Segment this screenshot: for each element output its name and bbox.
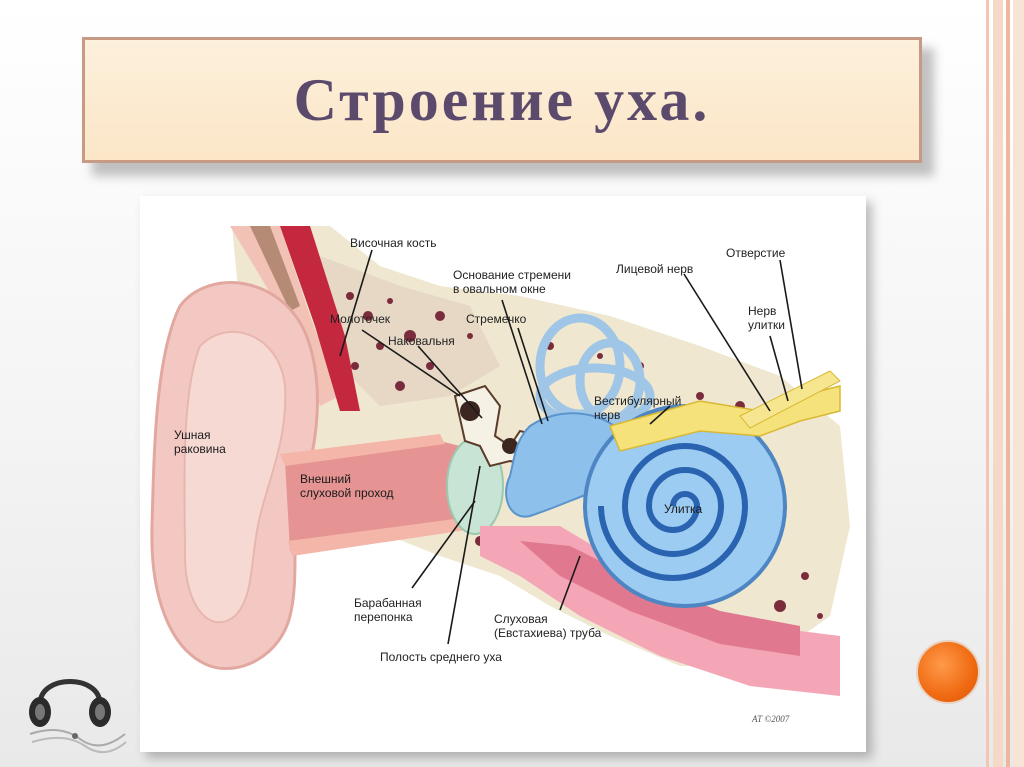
label-cochlear-nerve: Нерв улитки xyxy=(748,304,785,332)
ear-canal-skin xyxy=(280,434,445,466)
ear-anatomy-illustration xyxy=(150,226,850,696)
label-stapes: Стремечко xyxy=(466,312,527,326)
title-banner: Строение уха. xyxy=(82,37,922,163)
incus-dark xyxy=(460,401,480,421)
fat-layer xyxy=(250,226,300,311)
cochlea-spiral xyxy=(598,443,749,581)
vestibule-shape xyxy=(505,412,632,518)
nerve-bundle-branch xyxy=(739,370,841,429)
ear-diagram: Височная кость Основание стремени в овал… xyxy=(140,196,866,752)
label-temporal-bone: Височная кость xyxy=(350,236,437,250)
orange-circle-icon xyxy=(916,640,980,704)
muscle-layer xyxy=(280,226,360,411)
decorative-stripes xyxy=(984,0,1024,767)
label-opening: Отверстие xyxy=(726,246,786,260)
label-vestibular-nerve: Вестибулярный нерв xyxy=(594,394,682,422)
label-cochlea: Улитка xyxy=(664,502,703,516)
label-malleus: Молоточек xyxy=(330,312,391,326)
label-ear-canal: Внешний слуховой проход xyxy=(300,472,394,500)
headphones-icon xyxy=(20,664,130,759)
leader-lines xyxy=(339,249,803,645)
label-middle-ear: Полость среднего уха xyxy=(380,650,502,664)
label-eardrum: Барабанная перепонка xyxy=(354,596,422,624)
label-eustachian-tube: Слуховая (Евстахиева) труба xyxy=(494,612,602,640)
ear-canal-skin-lower xyxy=(288,518,466,556)
malleus-dark xyxy=(502,438,518,454)
label-stapes-base: Основание стремени в овальном окне xyxy=(453,268,571,296)
label-incus: Наковальня xyxy=(388,334,455,348)
label-auricle: Ушная раковина xyxy=(174,428,226,456)
nerve-bundle xyxy=(608,385,841,452)
auricle-inner xyxy=(183,330,287,624)
page-title: Строение уха. xyxy=(293,66,711,133)
label-facial-nerve: Лицевой нерв xyxy=(616,262,694,276)
illustration-signature: АТ ©2007 xyxy=(752,714,790,724)
